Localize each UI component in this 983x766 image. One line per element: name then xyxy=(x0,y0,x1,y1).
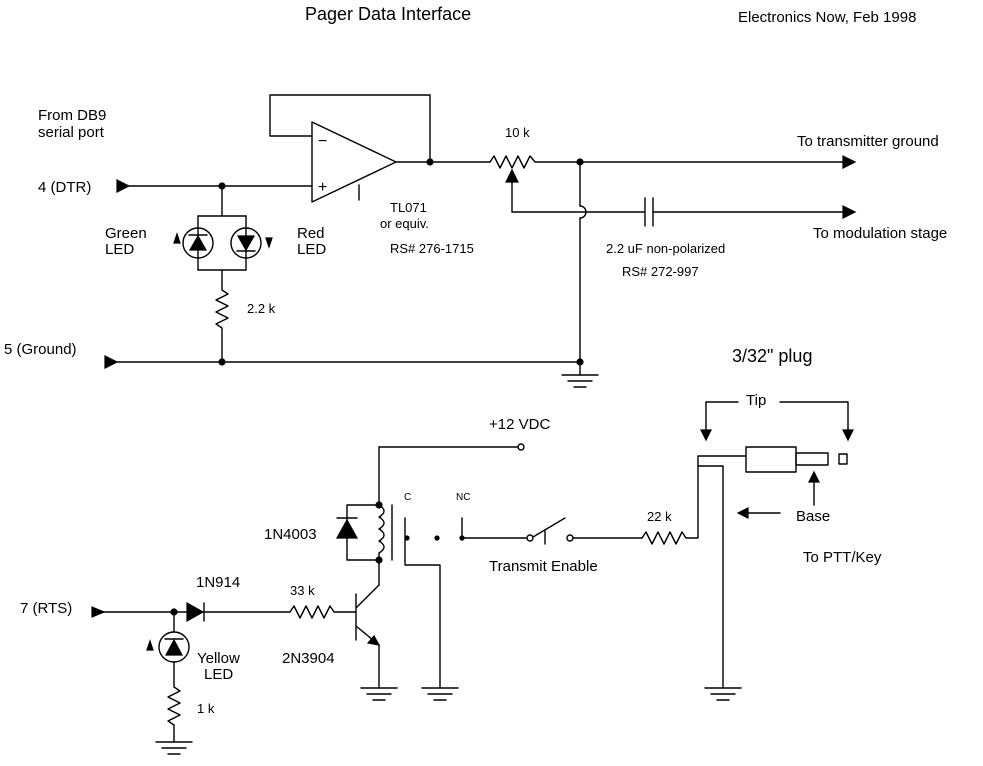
opamp-label-1: TL071 xyxy=(390,200,427,215)
relay-c-label: C xyxy=(404,492,411,503)
transistor-2n3904-icon xyxy=(355,584,381,689)
rts-wire xyxy=(91,601,357,623)
from-db9-label-1: From DB9 xyxy=(38,107,106,124)
junction-opamp-out xyxy=(426,158,434,166)
opamp-label-2: or equiv. xyxy=(380,216,429,231)
vdc-label: +12 VDC xyxy=(489,416,550,433)
green-led-label-1: Green xyxy=(105,225,147,242)
flyback-diode-icon xyxy=(335,504,380,561)
relay-coil-icon xyxy=(378,504,393,561)
resistor-33k-label: 33 k xyxy=(290,583,315,598)
plug-title: 3/32" plug xyxy=(732,346,812,366)
transmit-switch-icon xyxy=(526,517,643,545)
tip-label: Tip xyxy=(746,392,766,409)
capacitor-rs-label: RS# 272-997 xyxy=(622,264,699,279)
yellow-led-label-2: LED xyxy=(204,666,233,683)
green-led-icon xyxy=(173,227,214,259)
source-citation: Electronics Now, Feb 1998 xyxy=(738,9,916,26)
to-transmitter-ground-label: To transmitter ground xyxy=(797,133,939,150)
opamp-feedback-wire xyxy=(269,94,491,163)
base-arrow xyxy=(736,470,820,519)
tx-ground-wire xyxy=(579,155,857,169)
resistor-22k-label: 22 k xyxy=(647,509,672,524)
diode-1n4003-label: 1N4003 xyxy=(264,526,317,543)
relay-contact-icon xyxy=(404,517,527,689)
dtr-wire xyxy=(116,179,313,193)
vdc-wire xyxy=(378,443,525,506)
relay-ground-icon xyxy=(421,687,459,701)
red-led-label-2: LED xyxy=(297,241,326,258)
potentiometer-10k-icon xyxy=(489,155,645,213)
ptt-label: To PTT/Key xyxy=(803,549,882,566)
resistor-2k2-label: 2.2 k xyxy=(247,301,276,316)
green-led-label-2: LED xyxy=(105,241,134,258)
ground-vertical-wire xyxy=(579,161,587,376)
ground-rail xyxy=(104,355,581,369)
base-label: Base xyxy=(796,508,830,525)
dtr-label: 4 (DTR) xyxy=(38,179,91,196)
resistor-22k-icon xyxy=(641,465,699,545)
red-led-icon xyxy=(230,227,273,259)
diode-1n914-label: 1N914 xyxy=(196,574,240,591)
tip-bracket xyxy=(700,401,854,442)
to-modulation-label: To modulation stage xyxy=(813,225,947,242)
opamp-icon xyxy=(311,121,397,203)
potentiometer-label: 10 k xyxy=(505,125,530,140)
yellow-led-icon xyxy=(146,611,190,683)
red-led-label-1: Red xyxy=(297,225,325,242)
capacitor-label: 2.2 uF non-polarized xyxy=(606,241,725,256)
resistor-1k-label: 1 k xyxy=(197,701,215,716)
from-db9-label-2: serial port xyxy=(38,124,105,141)
transistor-label: 2N3904 xyxy=(282,650,335,667)
resistor-1k-icon xyxy=(167,681,181,743)
transistor-ground-icon xyxy=(360,687,398,701)
rts-label: 7 (RTS) xyxy=(20,600,72,617)
diagram-title: Pager Data Interface xyxy=(305,4,471,24)
capacitor-icon xyxy=(644,197,857,227)
plug-ground-icon xyxy=(704,687,742,701)
ground-pin-label: 5 (Ground) xyxy=(4,341,77,358)
ground-icon xyxy=(561,374,599,388)
opamp-rs-label: RS# 276-1715 xyxy=(390,241,474,256)
led-ground-icon xyxy=(155,741,193,755)
resistor-2k2-icon xyxy=(215,284,229,363)
opamp-plus: + xyxy=(318,179,327,196)
opamp-minus: − xyxy=(318,133,327,150)
transmit-enable-label: Transmit Enable xyxy=(489,558,598,575)
plug-icon xyxy=(697,446,848,689)
relay-nc-label: NC xyxy=(456,492,470,503)
yellow-led-label-1: Yellow xyxy=(197,650,240,667)
